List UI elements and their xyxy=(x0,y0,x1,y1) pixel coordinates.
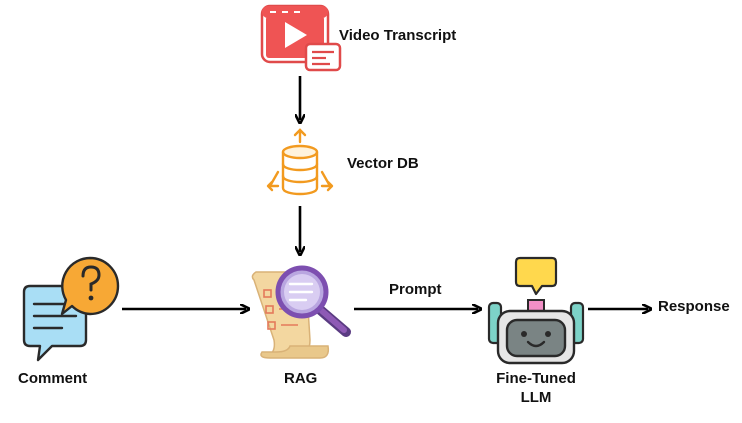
video-transcript-label: Video Transcript xyxy=(339,27,457,44)
response-label: Response xyxy=(658,298,730,315)
chat-question-icon xyxy=(22,256,120,362)
document-search-icon xyxy=(251,265,351,359)
database-icon xyxy=(266,128,334,196)
video-transcript-icon xyxy=(260,4,342,72)
robot-icon xyxy=(487,256,585,365)
llm-label-line2: LLM xyxy=(520,389,552,406)
comment-label: Comment xyxy=(18,370,88,387)
prompt-edge-label: Prompt xyxy=(389,281,442,298)
rag-label: RAG xyxy=(284,370,318,387)
vector-db-label: Vector DB xyxy=(347,155,419,172)
llm-label-line1: Fine-Tuned xyxy=(496,370,576,387)
